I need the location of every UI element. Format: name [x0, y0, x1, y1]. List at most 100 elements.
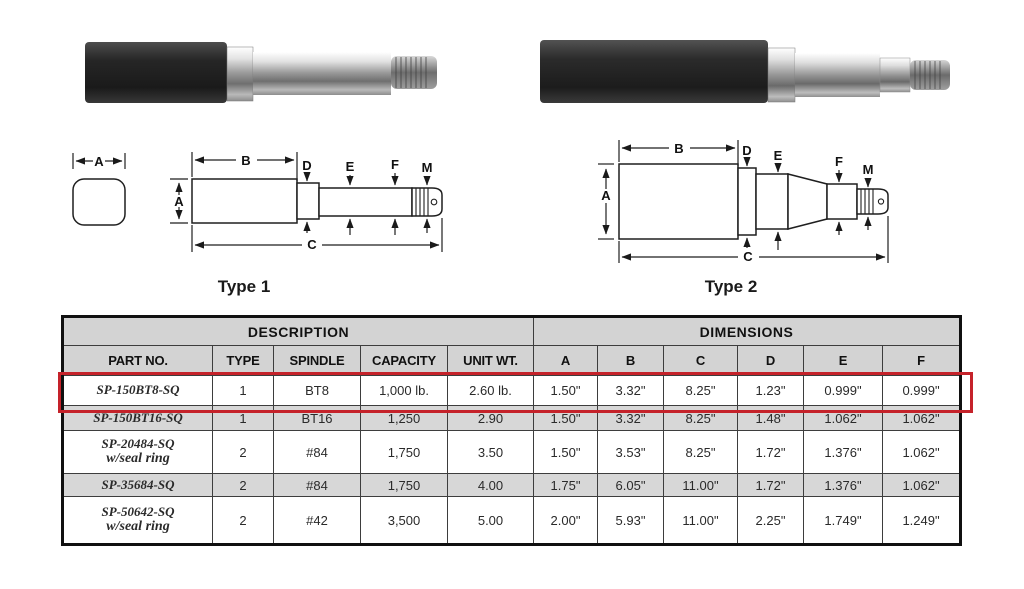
cell-dim-c: 8.25"	[663, 375, 738, 406]
dimensions-group-header: DIMENSIONS	[532, 316, 962, 346]
cell-dim-f: 1.062"	[881, 473, 962, 497]
dim-label-m: M	[863, 162, 874, 177]
cell-type: 2	[212, 496, 274, 545]
cell-spindle: #84	[273, 430, 361, 474]
cell-dim-f: 1.249"	[881, 496, 962, 545]
col-header-unit-wt: UNIT WT.	[447, 345, 534, 376]
table-row-sp-35684-sq: SP-35684-SQ 2 #84 1,750 4.00 1.75" 6.05"…	[62, 473, 962, 497]
cell-dim-c: 8.25"	[663, 405, 738, 431]
cell-dim-e: 1.062"	[803, 405, 883, 431]
cell-dim-c: 11.00"	[663, 473, 738, 497]
cell-spindle: BT16	[273, 405, 361, 431]
col-header-c: C	[663, 345, 738, 376]
dim-label-d: D	[742, 143, 751, 158]
group-header-row: DESCRIPTION DIMENSIONS	[62, 316, 962, 346]
dim-label-b: B	[674, 141, 683, 156]
part-no-subtext: w/seal ring	[106, 451, 170, 467]
spindle-collar	[226, 46, 254, 102]
spindle-threads	[391, 56, 437, 89]
cell-dim-b: 3.53"	[597, 430, 664, 474]
col-header-a: A	[533, 345, 598, 376]
description-group-header: DESCRIPTION	[62, 316, 534, 346]
part-no-subtext: w/seal ring	[106, 519, 170, 535]
col-header-f: F	[881, 345, 962, 376]
dim-label-m: M	[422, 160, 433, 175]
cell-dim-c: 8.25"	[663, 430, 738, 474]
cell-dim-e: 1.376"	[803, 430, 883, 474]
type2-dimension-diagram: A B C D E F M	[598, 140, 889, 264]
cell-dim-f: 0.999"	[881, 375, 962, 406]
cell-part-no: SP-150BT16-SQ	[62, 405, 213, 431]
cell-type: 2	[212, 473, 274, 497]
spindle-step-two	[879, 57, 911, 93]
part-no-text: SP-150BT8-SQ	[96, 382, 180, 398]
cell-dim-d: 1.72"	[737, 473, 804, 497]
cell-spindle: #84	[273, 473, 361, 497]
cell-dim-e: 1.376"	[803, 473, 883, 497]
table-row-sp-150bt16-sq: SP-150BT16-SQ 1 BT16 1,250 2.90 1.50" 3.…	[62, 405, 962, 431]
table-row-sp-150bt8-sq: SP-150BT8-SQ 1 BT8 1,000 lb. 2.60 lb. 1.…	[62, 375, 962, 406]
cell-dim-a: 1.75"	[533, 473, 598, 497]
cell-capacity: 3,500	[360, 496, 448, 545]
part-no-text: SP-150BT16-SQ	[93, 409, 183, 425]
spindle-barrel	[540, 40, 768, 103]
cell-unit-wt: 5.00	[447, 496, 534, 545]
type1-side-view	[191, 178, 443, 224]
type2-caption: Type 2	[704, 277, 758, 296]
cell-type: 1	[212, 405, 274, 431]
cell-unit-wt: 4.00	[447, 473, 534, 497]
dim-label-e: E	[346, 159, 355, 174]
col-header-type: TYPE	[212, 345, 274, 376]
dimension-lines	[598, 140, 889, 263]
cell-dim-a: 1.50"	[533, 430, 598, 474]
cell-spindle: #42	[273, 496, 361, 545]
cell-capacity: 1,000 lb.	[360, 375, 448, 406]
dim-label-a: A	[601, 188, 611, 203]
cell-unit-wt: 2.90	[447, 405, 534, 431]
spindle-photo-type1	[85, 42, 437, 103]
cell-dim-f: 1.062"	[881, 405, 962, 431]
type1-dimension-diagram: A A B C D E F M	[72, 152, 443, 252]
cell-dim-e: 1.749"	[803, 496, 883, 545]
cell-part-no: SP-150BT8-SQ	[62, 375, 213, 406]
spindle-threads	[910, 60, 950, 90]
dim-label-c: C	[307, 237, 317, 252]
dimension-lines	[170, 152, 443, 252]
cell-capacity: 1,250	[360, 405, 448, 431]
cell-dim-a: 1.50"	[533, 405, 598, 431]
cell-dim-f: 1.062"	[881, 430, 962, 474]
cell-type: 2	[212, 430, 274, 474]
cell-dim-e: 0.999"	[803, 375, 883, 406]
part-no-text: SP-35684-SQ	[101, 476, 175, 492]
cell-dim-d: 1.72"	[737, 430, 804, 474]
spindle-barrel	[85, 42, 227, 103]
dim-label-b: B	[241, 153, 250, 168]
cell-dim-c: 11.00"	[663, 496, 738, 545]
cell-dim-a: 2.00"	[533, 496, 598, 545]
part-no-text: SP-20484-SQ	[101, 436, 175, 452]
dim-label-f: F	[391, 157, 399, 172]
cell-capacity: 1,750	[360, 430, 448, 474]
cell-dim-b: 3.32"	[597, 375, 664, 406]
dim-label-f: F	[835, 154, 843, 169]
cell-capacity: 1,750	[360, 473, 448, 497]
type2-side-view	[618, 163, 889, 240]
spindle-collar	[767, 47, 796, 103]
cell-part-no: SP-35684-SQ	[62, 473, 213, 497]
cell-unit-wt: 3.50	[447, 430, 534, 474]
dim-label-a: A	[94, 154, 104, 169]
column-header-row: PART NO. TYPE SPINDLE CAPACITY UNIT WT. …	[62, 345, 962, 376]
col-header-d: D	[737, 345, 804, 376]
cell-dim-d: 1.23"	[737, 375, 804, 406]
spindle-photo-type2	[540, 40, 950, 103]
dim-label-e: E	[774, 148, 783, 163]
dim-label-c: C	[743, 249, 753, 264]
spindle-spec-table: DESCRIPTION DIMENSIONS PART NO. TYPE SPI…	[61, 315, 963, 546]
dim-label-a: A	[174, 194, 184, 209]
spindle-shaft	[253, 52, 391, 95]
